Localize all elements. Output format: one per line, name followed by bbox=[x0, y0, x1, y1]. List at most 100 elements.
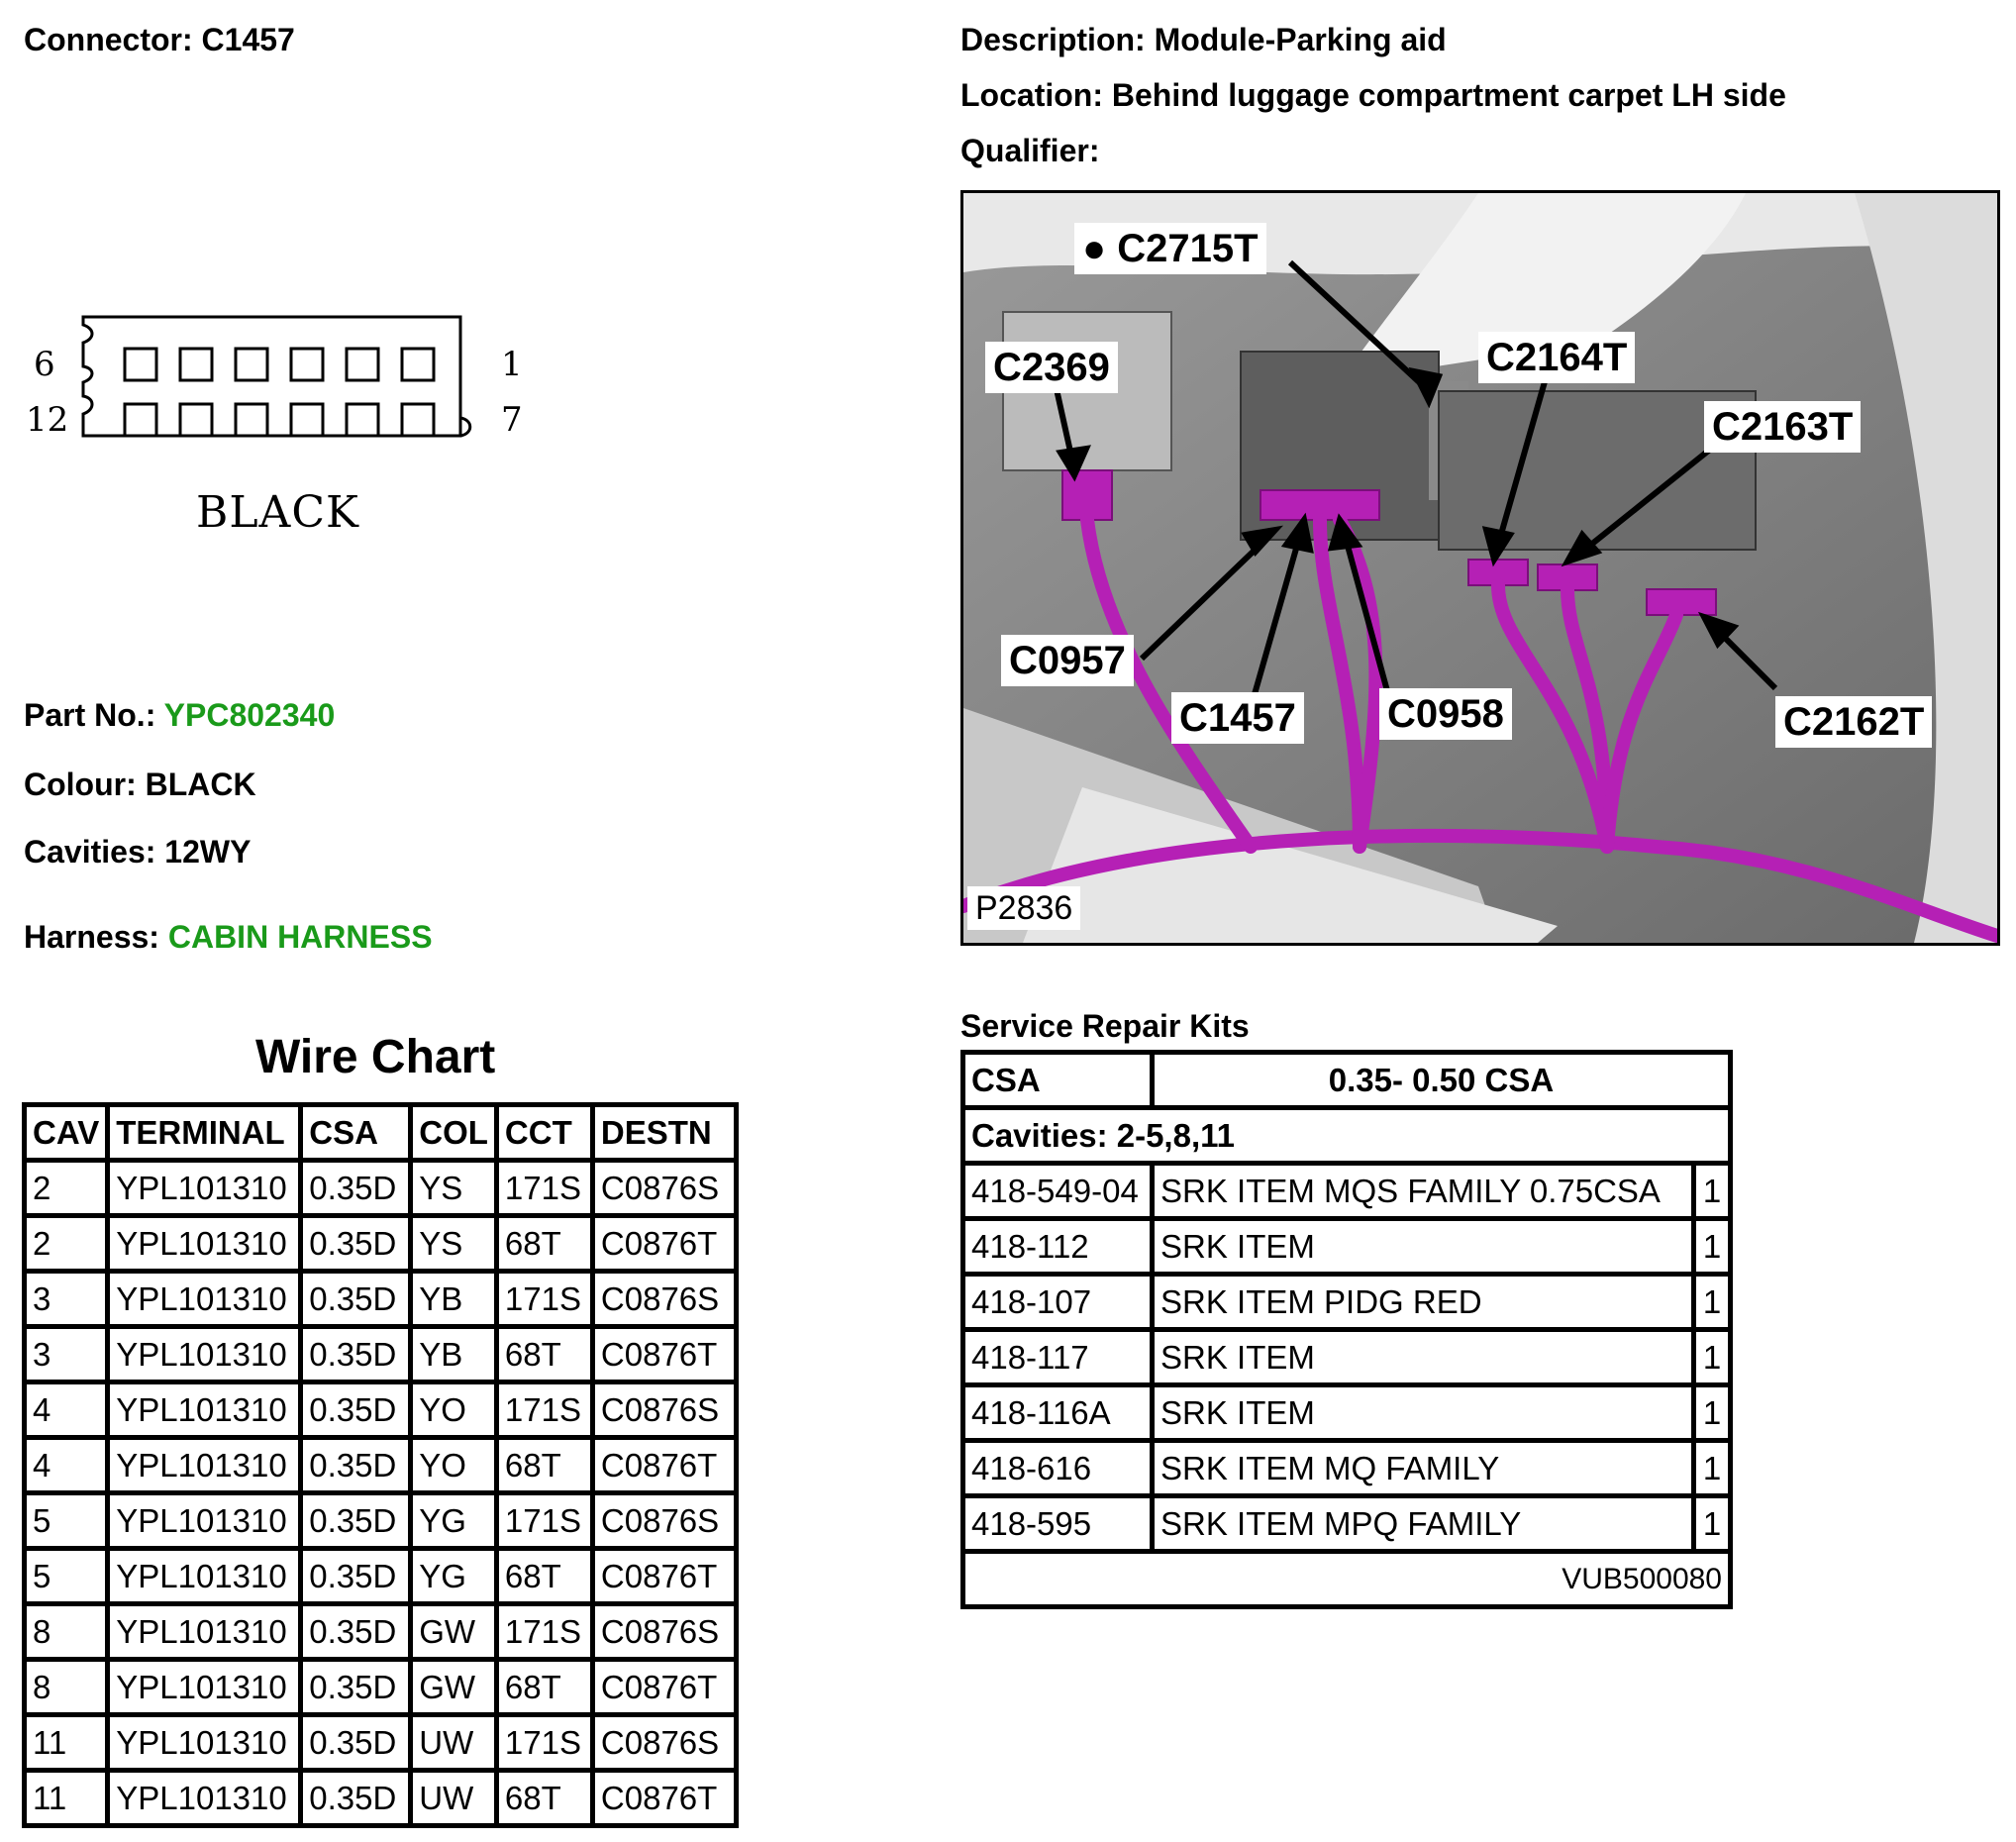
cell-cav: 8 bbox=[27, 1662, 106, 1712]
kit-part-number: 418-595 bbox=[965, 1498, 1150, 1549]
cell-destn: C0876S bbox=[594, 1495, 734, 1546]
cell-terminal: YPL101310 bbox=[110, 1606, 299, 1657]
cell-destn: C0876T bbox=[594, 1662, 734, 1712]
cell-csa: 0.35D bbox=[303, 1717, 409, 1768]
cavities-label: Cavities: bbox=[24, 834, 156, 870]
vehicle-interior-illustration bbox=[963, 193, 1997, 943]
service-kits-title: Service Repair Kits bbox=[960, 1008, 1250, 1044]
cell-cav: 4 bbox=[27, 1384, 106, 1435]
cell-cav: 11 bbox=[27, 1717, 106, 1768]
kit-description: SRK ITEM PIDG RED bbox=[1155, 1277, 1691, 1327]
callout-c0957: C0957 bbox=[1001, 635, 1134, 686]
col-header-csa: CSA bbox=[303, 1107, 409, 1158]
kits-csa-row: CSA 0.35- 0.50 CSA bbox=[965, 1055, 1728, 1105]
cell-cct: 68T bbox=[498, 1662, 590, 1712]
kit-quantity: 1 bbox=[1696, 1443, 1728, 1493]
kits-cavities: Cavities: 2-5,8,11 bbox=[965, 1110, 1728, 1161]
harness-label: Harness: bbox=[24, 919, 159, 955]
cell-csa: 0.35D bbox=[303, 1606, 409, 1657]
kit-description: SRK ITEM MPQ FAMILY bbox=[1155, 1498, 1691, 1549]
cell-cct: 171S bbox=[498, 1163, 590, 1213]
cell-csa: 0.35D bbox=[303, 1773, 409, 1823]
cell-destn: C0876S bbox=[594, 1606, 734, 1657]
cavities-line: Cavities: 12WY bbox=[24, 834, 251, 870]
connector-label: Connector: bbox=[24, 22, 193, 57]
cell-csa: 0.35D bbox=[303, 1662, 409, 1712]
cell-col: YO bbox=[413, 1440, 494, 1490]
kits-footer-row: VUB500080 bbox=[965, 1554, 1728, 1604]
service-kits: CSA 0.35- 0.50 CSA Cavities: 2-5,8,11 41… bbox=[960, 1050, 1733, 1609]
cell-cct: 68T bbox=[498, 1329, 590, 1380]
location-value: Behind luggage compartment carpet LH sid… bbox=[1111, 77, 1786, 113]
kit-quantity: 1 bbox=[1696, 1498, 1728, 1549]
cell-cav: 5 bbox=[27, 1551, 106, 1601]
cell-col: YG bbox=[413, 1551, 494, 1601]
col-header-col: COL bbox=[413, 1107, 494, 1158]
cell-cct: 68T bbox=[498, 1218, 590, 1269]
kit-quantity: 1 bbox=[1696, 1166, 1728, 1216]
cell-cav: 4 bbox=[27, 1440, 106, 1490]
kit-quantity: 1 bbox=[1696, 1277, 1728, 1327]
pin-label-1: 1 bbox=[501, 345, 523, 384]
cell-terminal: YPL101310 bbox=[110, 1329, 299, 1380]
part-no-label: Part No.: bbox=[24, 697, 156, 733]
description-line: Description: Module-Parking aid bbox=[960, 22, 1447, 58]
cell-terminal: YPL101310 bbox=[110, 1274, 299, 1324]
kit-description: SRK ITEM bbox=[1155, 1332, 1691, 1382]
cell-col: GW bbox=[413, 1662, 494, 1712]
connector-line: Connector: C1457 bbox=[24, 22, 295, 58]
wire-chart-title: Wire Chart bbox=[255, 1031, 496, 1083]
cell-cct: 171S bbox=[498, 1606, 590, 1657]
col-header-cct: CCT bbox=[498, 1107, 590, 1158]
kits-csa-label: CSA bbox=[965, 1055, 1150, 1105]
kit-description: SRK ITEM MQS FAMILY 0.75CSA bbox=[1155, 1166, 1691, 1216]
kit-quantity: 1 bbox=[1696, 1332, 1728, 1382]
harness-link[interactable]: CABIN HARNESS bbox=[167, 919, 433, 955]
cell-terminal: YPL101310 bbox=[110, 1551, 299, 1601]
description-label: Description: bbox=[960, 22, 1146, 57]
connector-value: C1457 bbox=[201, 22, 295, 57]
cell-csa: 0.35D bbox=[303, 1495, 409, 1546]
kit-description: SRK ITEM bbox=[1155, 1221, 1691, 1272]
cell-cav: 5 bbox=[27, 1495, 106, 1546]
cell-cav: 3 bbox=[27, 1274, 106, 1324]
cell-destn: C0876S bbox=[594, 1274, 734, 1324]
kit-part-number: 418-549-04 bbox=[965, 1166, 1150, 1216]
part-no-line: Part No.: YPC802340 bbox=[24, 697, 335, 734]
part-no-link[interactable]: YPC802340 bbox=[163, 697, 336, 733]
kit-part-number: 418-107 bbox=[965, 1277, 1150, 1327]
pin-label-12: 12 bbox=[26, 400, 69, 440]
qualifier-label: Qualifier: bbox=[960, 133, 1100, 168]
cell-col: YS bbox=[413, 1218, 494, 1269]
connector-outline-icon bbox=[81, 315, 472, 438]
colour-line: Colour: BLACK bbox=[24, 767, 256, 803]
cell-terminal: YPL101310 bbox=[110, 1495, 299, 1546]
cell-destn: C0876T bbox=[594, 1329, 734, 1380]
kit-description: SRK ITEM bbox=[1155, 1387, 1691, 1438]
cell-cav: 11 bbox=[27, 1773, 106, 1823]
col-header-terminal: TERMINAL bbox=[110, 1107, 299, 1158]
wire-chart-header-row: CAV TERMINAL CSA COL CCT DESTN bbox=[27, 1107, 734, 1158]
kit-quantity: 1 bbox=[1696, 1387, 1728, 1438]
col-header-cav: CAV bbox=[27, 1107, 106, 1158]
col-header-destn: DESTN bbox=[594, 1107, 734, 1158]
cell-col: YG bbox=[413, 1495, 494, 1546]
cell-col: YB bbox=[413, 1274, 494, 1324]
callout-c2163t: C2163T bbox=[1704, 401, 1862, 453]
kit-quantity: 1 bbox=[1696, 1221, 1728, 1272]
colour-label: Colour: bbox=[24, 767, 137, 802]
cell-cct: 68T bbox=[498, 1440, 590, 1490]
callout-c2162t: C2162T bbox=[1775, 696, 1933, 748]
cell-destn: C0876T bbox=[594, 1440, 734, 1490]
